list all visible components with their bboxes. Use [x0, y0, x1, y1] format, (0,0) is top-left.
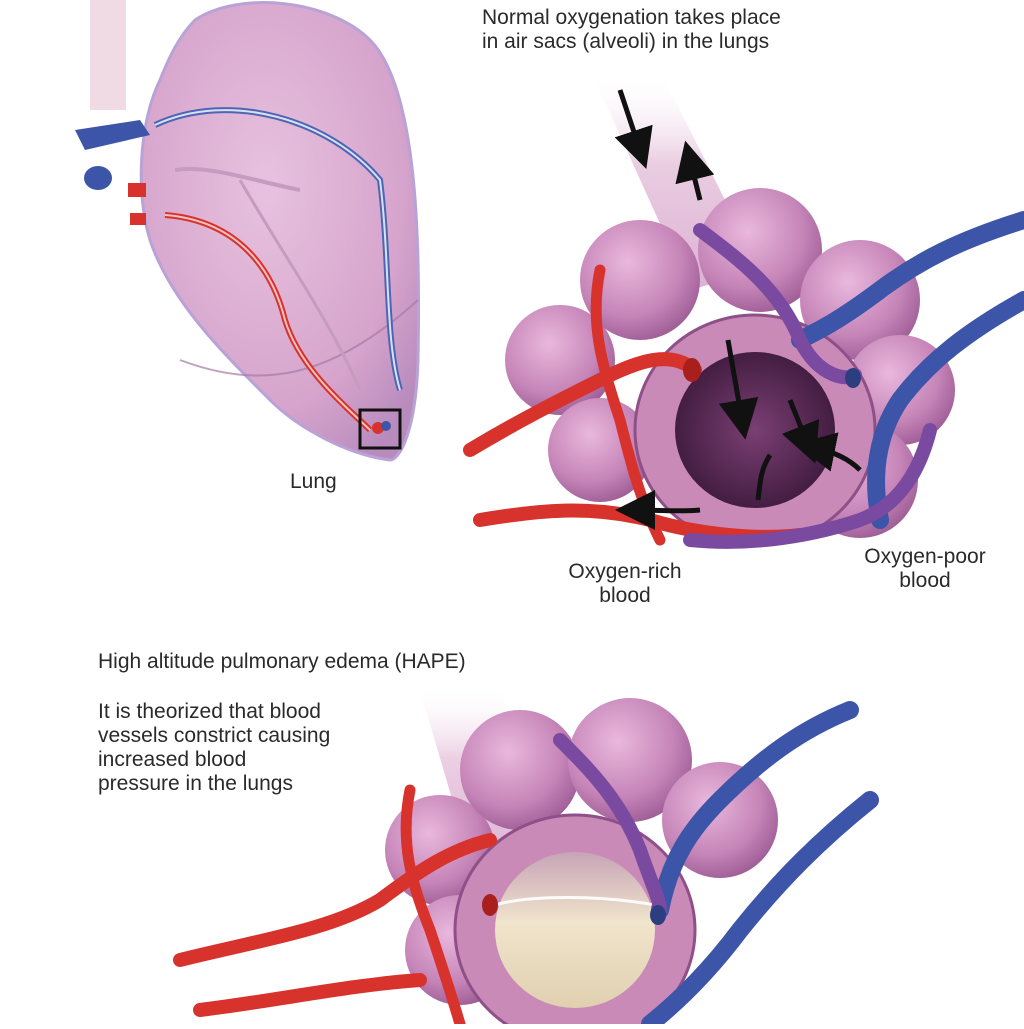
artery-hape-1 [173, 833, 497, 967]
bronchiole [238, 179, 362, 391]
hape-text-line-1: It is theorized that blood [98, 700, 321, 723]
normal-heading-line-1: Normal oxygenation takes place [482, 6, 781, 29]
magnify-box-icon [358, 408, 402, 450]
oxygen-poor-label: Oxygen-poor blood [845, 545, 1005, 593]
artery-stub-lower [130, 213, 146, 225]
hape-text-line-4: pressure in the lungs [98, 772, 293, 795]
trachea [90, 0, 126, 110]
edema-fluid [495, 852, 655, 1008]
artery-stub-upper [128, 183, 146, 197]
vein-hape-2 [641, 791, 879, 1029]
alveolus-normal [463, 80, 1024, 549]
artery-hape-3 [400, 784, 466, 1029]
artery-hape-2 [193, 973, 427, 1017]
vein-opening [84, 166, 112, 190]
blood-flow-arrows [615, 432, 862, 531]
lung-fissure [179, 299, 419, 377]
artery-branch-1 [463, 352, 702, 457]
oxygen-rich-label: Oxygen-rich blood [545, 560, 705, 608]
lung-shape [139, 1, 421, 462]
lung-label: Lung [290, 470, 337, 493]
pulmonary-vein-stub [75, 120, 150, 150]
hape-title: High altitude pulmonary edema (HAPE) [98, 650, 466, 673]
bronchus [174, 167, 301, 192]
vein-hape-3 [553, 733, 667, 917]
oxygen-rich-line-1: Oxygen-rich [568, 560, 682, 583]
alveolus-hape [173, 690, 879, 1029]
vein-branch-2 [867, 291, 1024, 529]
oxygen-poor-line-2: blood [899, 569, 951, 592]
oxygen-rich-line-2: blood [599, 584, 651, 607]
hape-description: It is theorized that blood vessels const… [98, 700, 330, 796]
normal-heading: Normal oxygenation takes place in air sa… [482, 6, 781, 54]
air-flow-arrows [614, 89, 820, 501]
oxygen-poor-line-1: Oxygen-poor [864, 545, 986, 568]
vein-hape-1 [651, 701, 859, 919]
hape-text-line-2: vessels constrict causing [98, 724, 331, 747]
vein-branch-1 [791, 211, 1024, 349]
vein-branch-4 [683, 423, 937, 549]
normal-heading-line-2: in air sacs (alveoli) in the lungs [482, 30, 770, 53]
lung-illustration [75, 0, 421, 462]
hape-text-line-3: increased blood [98, 748, 247, 771]
vein-branch-3 [693, 223, 862, 385]
